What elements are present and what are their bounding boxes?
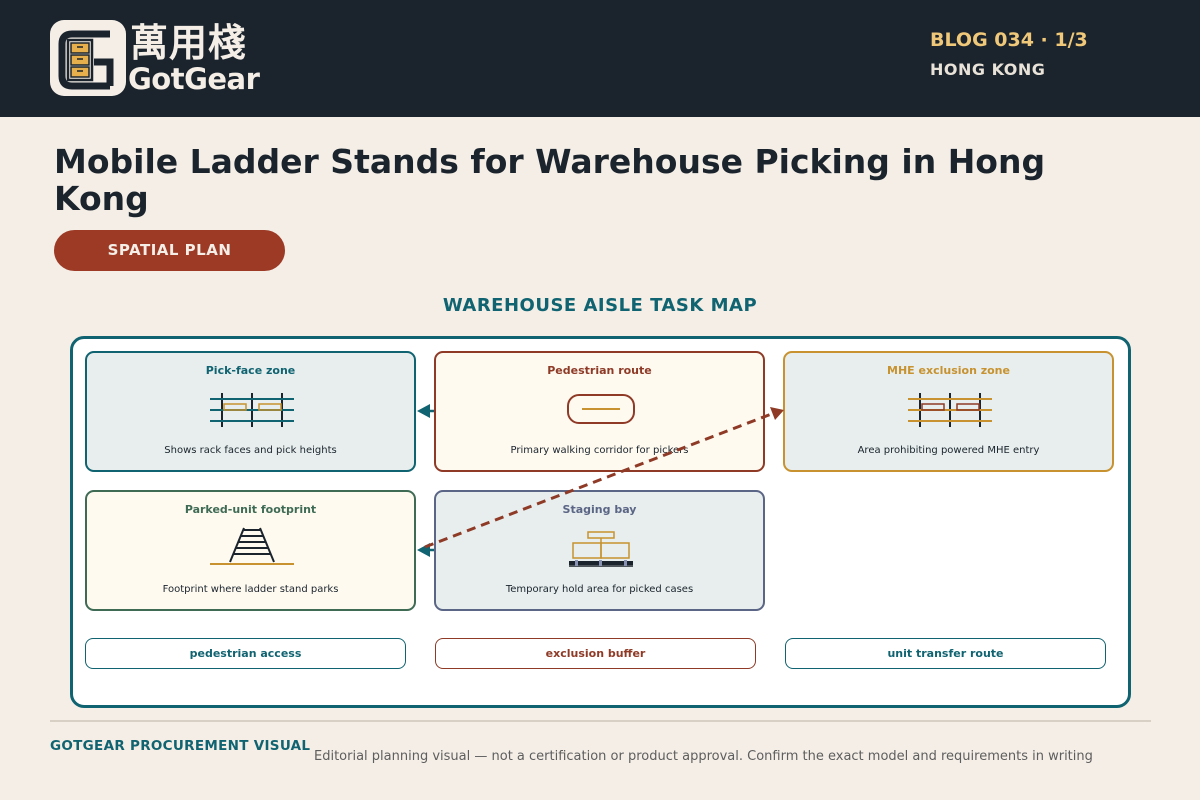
zone-title: Parked-unit footprint	[184, 503, 317, 516]
site-header: 萬用棧 GotGear BLOG 034 · 1/3 HONG KONG	[0, 0, 1200, 117]
zone-description: Temporary hold area for picked cases	[505, 584, 694, 595]
ladder-stand-icon	[202, 524, 302, 568]
diagram-title: WAREHOUSE AISLE TASK MAP	[442, 295, 758, 316]
zone-title: Pedestrian route	[547, 364, 652, 377]
chip-exclusion-buffer: exclusion buffer	[435, 638, 756, 669]
brand-name-chinese: 萬用棧	[130, 21, 248, 65]
brand-name-english: GotGear	[128, 62, 260, 96]
chip-unit-transfer-route: unit transfer route	[785, 638, 1106, 669]
zone-description: Area prohibiting powered MHE entry	[857, 445, 1040, 456]
pallet-boxes-icon	[551, 524, 651, 568]
zone-staging-bay: Staging bay Temporary hold area for pick…	[434, 490, 765, 611]
zone-description: Shows rack faces and pick heights	[164, 445, 337, 456]
zone-parked-unit-footprint: Parked-unit footprint Footprint where la…	[85, 490, 416, 611]
category-pill: SPATIAL PLAN	[54, 230, 285, 271]
zone-description: Primary walking corridor for pickers	[510, 445, 689, 456]
zone-pedestrian-route: Pedestrian route Primary walking corrido…	[434, 351, 765, 472]
footer-brand: GOTGEAR PROCUREMENT VISUAL	[50, 738, 311, 754]
drawer-cabinet-icon	[50, 20, 126, 96]
blog-number: BLOG 034 · 1/3	[930, 29, 1088, 51]
zone-pick-face: Pick-face zone Shows rack faces and pick…	[85, 351, 416, 472]
rack-shelf-icon	[202, 385, 302, 429]
page-title: Mobile Ladder Stands for Warehouse Picki…	[54, 142, 1046, 218]
footer-disclaimer: Editorial planning visual — not a certif…	[314, 749, 1093, 764]
blog-location: HONG KONG	[930, 60, 1046, 79]
zone-title: Pick-face zone	[205, 364, 296, 377]
footer-divider	[50, 720, 1151, 722]
barrier-rack-icon	[900, 385, 1000, 429]
zone-title: MHE exclusion zone	[887, 364, 1010, 377]
corridor-icon	[551, 385, 651, 429]
chip-pedestrian-access: pedestrian access	[85, 638, 406, 669]
zone-mhe-exclusion: MHE exclusion zone Area prohibiting powe…	[783, 351, 1114, 472]
zone-description: Footprint where ladder stand parks	[162, 584, 339, 595]
zone-title: Staging bay	[562, 503, 637, 516]
